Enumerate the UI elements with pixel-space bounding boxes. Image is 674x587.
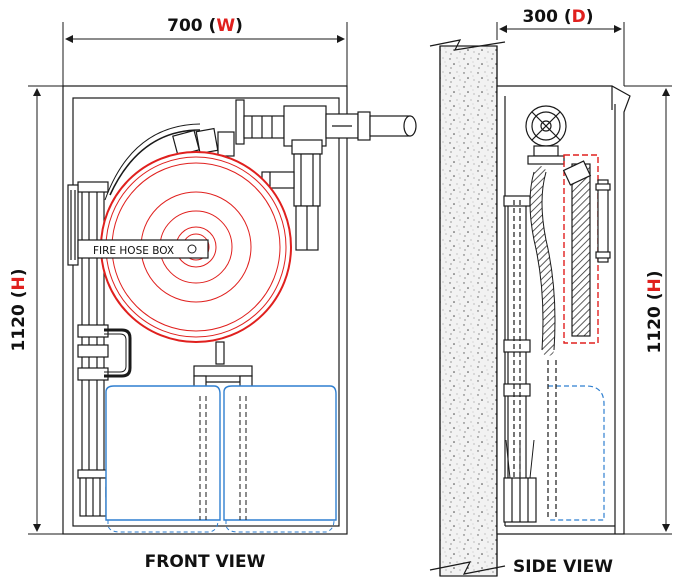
side-landing-valve [503,439,537,523]
water-tank-right [223,385,337,533]
reel-hose-coupling [104,123,235,201]
height-dimension-front: 1120 (H) [9,85,63,535]
width-dimension: 700 (W) [62,16,348,86]
side-hose-black [530,166,555,356]
swing-arm [77,239,209,259]
depth-label: 300 (D) [522,7,593,27]
cabinet-inner-frame [72,97,340,527]
pipe-handle-loop [104,328,132,378]
width-label: 700 (W) [167,16,243,36]
wall-bracket [67,184,79,266]
side-view [429,39,631,577]
hose-box-plate-label: FIRE HOSE BOX [93,245,174,257]
side-water-tank [548,385,605,521]
side-view-label: SIDE VIEW [513,557,613,577]
height-dimension-side: 1120 (H) [624,85,672,535]
arm-pivot [187,244,197,254]
height-label-side: 1120 (H) [645,270,665,353]
water-tank-left [105,385,221,533]
front-view: FIRE HOSE BOX [62,85,417,535]
front-view-label: FRONT VIEW [145,552,266,572]
side-support-bar [595,179,611,263]
concrete-wall [429,39,506,577]
inlet-piping [235,99,417,251]
height-label-front: 1120 (H) [9,268,29,351]
depth-dimension: 300 (D) [496,7,625,86]
drain-pipes [199,396,247,520]
vertical-riser-pipe [77,181,109,486]
side-valve-handwheel [525,105,567,165]
